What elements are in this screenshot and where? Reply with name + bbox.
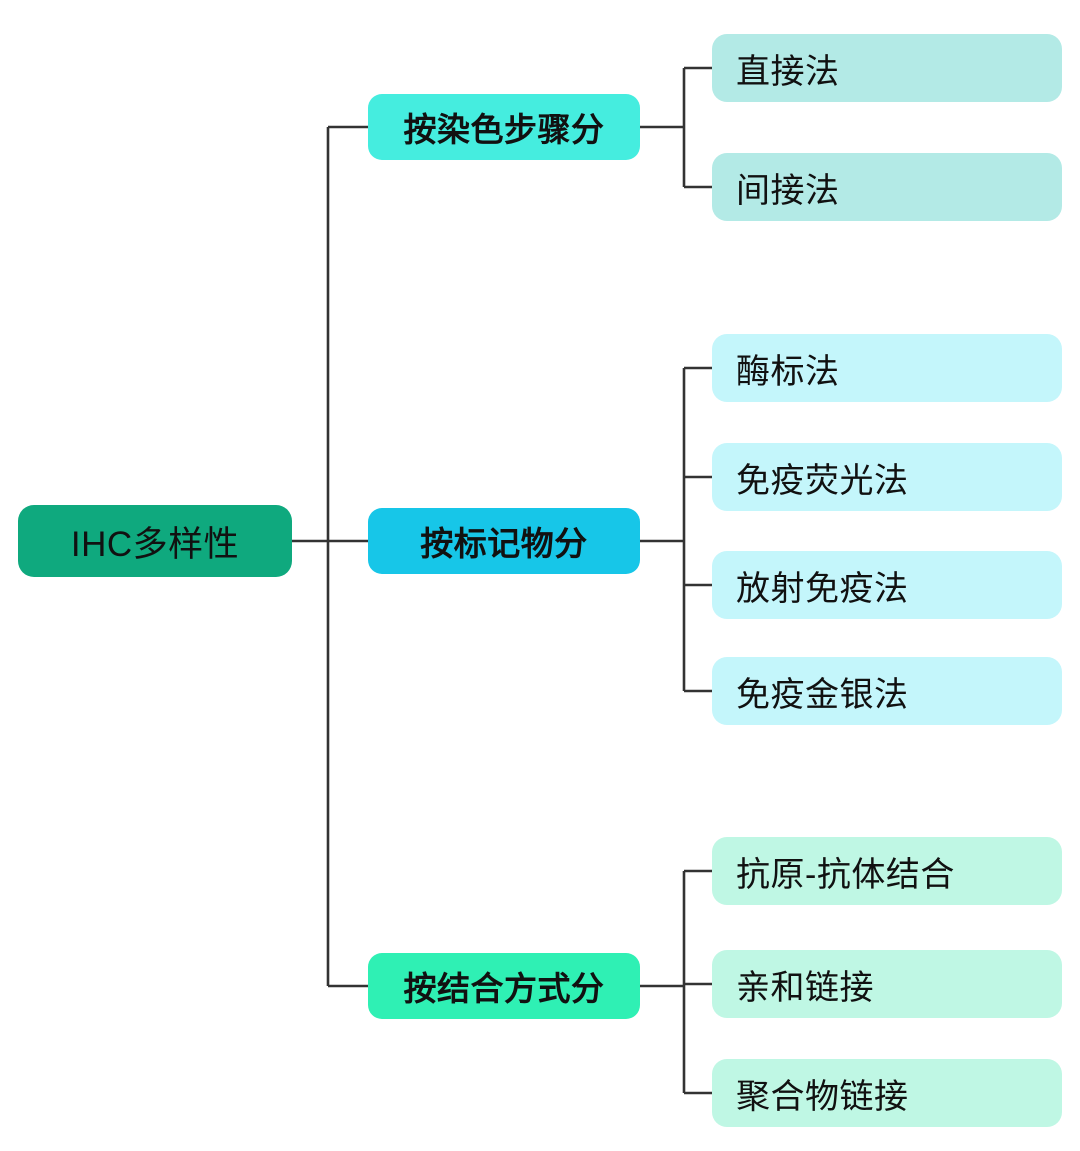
leaf-node-label: 亲和链接: [736, 968, 874, 1007]
branch-node-label-type[interactable]: 按标记物分: [368, 508, 640, 574]
leaf-node-polymer-link[interactable]: 聚合物链接: [712, 1059, 1062, 1127]
leaf-node-immunogold-silver[interactable]: 免疫金银法: [712, 657, 1062, 725]
leaf-node-label: 直接法: [736, 52, 840, 91]
leaf-node-enzyme-label[interactable]: 酶标法: [712, 334, 1062, 402]
leaf-node-label: 抗原-抗体结合: [736, 855, 955, 894]
leaf-node-label: 免疫荧光法: [736, 461, 909, 500]
branch-node-label: 按结合方式分: [403, 970, 605, 1007]
leaf-node-label: 免疫金银法: [736, 675, 909, 714]
root-node-label: IHC多样性: [70, 524, 240, 564]
leaf-node-label: 酶标法: [736, 352, 840, 391]
leaf-node-label: 间接法: [736, 171, 840, 210]
leaf-node-label: 放射免疫法: [736, 569, 909, 608]
leaf-node-antigen-antibody-binding[interactable]: 抗原-抗体结合: [712, 837, 1062, 905]
leaf-node-direct-method[interactable]: 直接法: [712, 34, 1062, 102]
leaf-node-affinity-link[interactable]: 亲和链接: [712, 950, 1062, 1018]
branch-node-staining-steps[interactable]: 按染色步骤分: [368, 94, 640, 160]
root-node[interactable]: IHC多样性: [18, 505, 292, 577]
leaf-node-indirect-method[interactable]: 间接法: [712, 153, 1062, 221]
branch-node-label: 按标记物分: [420, 525, 588, 562]
leaf-node-label: 聚合物链接: [736, 1077, 909, 1116]
branch-node-binding-mode[interactable]: 按结合方式分: [368, 953, 640, 1019]
leaf-node-radioimmunoassay[interactable]: 放射免疫法: [712, 551, 1062, 619]
branch-node-label: 按染色步骤分: [403, 111, 605, 148]
leaf-node-immunofluorescence[interactable]: 免疫荧光法: [712, 443, 1062, 511]
